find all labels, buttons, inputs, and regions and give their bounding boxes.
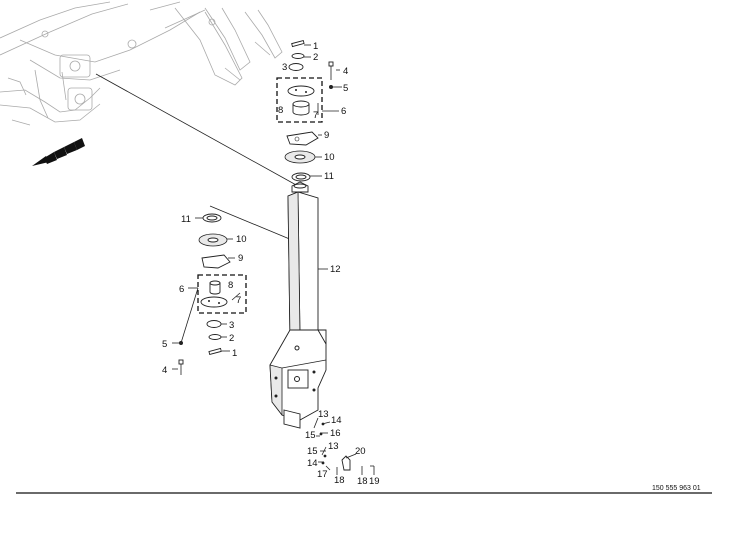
- callout-13-a: 13: [318, 409, 329, 420]
- callout-2: 2: [313, 52, 318, 63]
- callout-11-lower: 11: [181, 214, 191, 225]
- washer-part: [291, 53, 305, 59]
- callout-19: 19: [369, 476, 380, 487]
- callout-17: 17: [317, 469, 328, 480]
- upper-parts-stack: [276, 39, 334, 182]
- callout-7: 7: [313, 110, 318, 121]
- flange-part: [200, 296, 228, 308]
- callout-4-lower: 4: [162, 365, 167, 376]
- frame-assembly: [0, 1, 283, 126]
- callout-10: 10: [324, 152, 335, 163]
- callout-15-a: 15: [305, 430, 316, 441]
- pillar-part: [269, 181, 328, 429]
- bolt-part: [178, 359, 184, 375]
- callout-5-lower: 5: [162, 339, 167, 350]
- callout-4: 4: [343, 66, 348, 77]
- locking-plate-part: [201, 254, 231, 269]
- direction-arrow-icon: [32, 138, 85, 166]
- callout-7-lower: 7: [236, 295, 241, 306]
- callout-18-a: 18: [334, 475, 345, 486]
- callout-5: 5: [343, 83, 348, 94]
- pin-part: [208, 347, 222, 356]
- callout-9: 9: [324, 130, 329, 141]
- callout-12: 12: [330, 264, 341, 275]
- small-hardware: [313, 417, 375, 475]
- callout-8: 8: [278, 105, 283, 116]
- callout-18-b: 18: [357, 476, 368, 487]
- callout-9-lower: 9: [238, 253, 243, 264]
- flange-part: [287, 85, 315, 97]
- callout-2-lower: 2: [229, 333, 234, 344]
- group-box-6: [197, 274, 247, 314]
- frame-link-line: [95, 73, 299, 187]
- callout-3: 3: [282, 62, 287, 73]
- pillar-link-line: [209, 205, 293, 241]
- callout-6-lower: 6: [179, 284, 184, 295]
- locking-plate-part: [286, 131, 319, 146]
- callout-14-a: 14: [331, 415, 342, 426]
- ring-part: [288, 63, 304, 71]
- callout-20: 20: [355, 446, 366, 457]
- callout-1-lower: 1: [232, 348, 237, 359]
- lower-leaders: [172, 217, 241, 370]
- callout-3-lower: 3: [229, 320, 234, 331]
- group-box-6: [276, 77, 323, 123]
- callout-labels: 1 2 3 4 5 6 7 8 9 10 11 11 10 9 6 8 7 3 …: [162, 41, 380, 487]
- callout-16: 16: [330, 428, 341, 439]
- bushing-part: [209, 282, 221, 295]
- lower-parts-stack: [178, 213, 247, 375]
- pin-part: [291, 39, 305, 48]
- callout-11: 11: [324, 171, 334, 182]
- ring-part: [206, 320, 222, 328]
- callout-15-b: 15: [307, 446, 318, 457]
- callout-10-lower: 10: [236, 234, 247, 245]
- callout-6: 6: [341, 106, 346, 117]
- drawing-code: 150 555 963 01: [652, 485, 701, 492]
- callout-14-b: 14: [307, 458, 318, 469]
- callout-1: 1: [313, 41, 318, 52]
- bolt-part: [328, 61, 334, 80]
- washer-part: [208, 334, 222, 340]
- callout-13-b: 13: [328, 441, 339, 452]
- callout-8-lower: 8: [228, 280, 233, 291]
- upper-leaders: [304, 44, 342, 177]
